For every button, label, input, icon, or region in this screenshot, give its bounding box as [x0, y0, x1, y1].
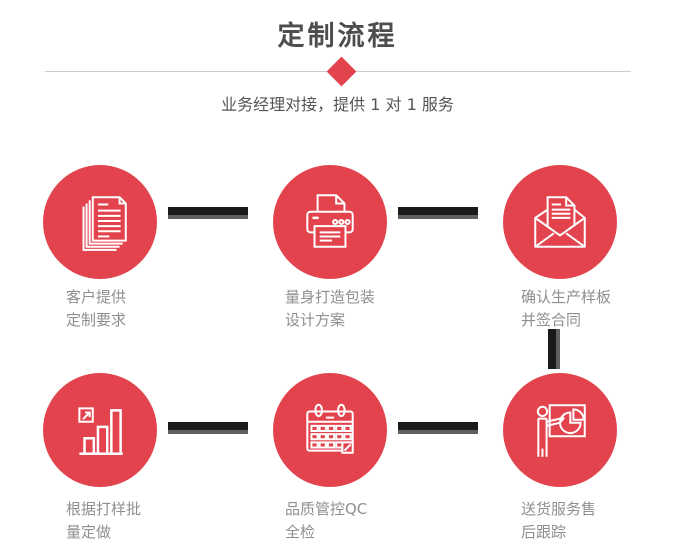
step-circle	[43, 373, 157, 487]
printer-icon	[297, 189, 363, 255]
calendar-icon	[297, 397, 363, 463]
bar-chart-icon	[67, 397, 133, 463]
step-sample-contract: 确认生产样板 并签合同	[503, 165, 675, 329]
step-label: 根据打样批 量定做	[66, 500, 142, 541]
subtitle: 业务经理对接，提供 1 对 1 服务	[221, 95, 454, 114]
envelope-icon	[527, 189, 593, 255]
documents-icon	[67, 189, 133, 255]
step-label: 品质管控QC 全检	[285, 500, 368, 541]
connector-step3-step6	[548, 329, 560, 369]
connector-step5-step6	[398, 422, 478, 434]
presentation-icon	[527, 397, 593, 463]
step-packaging-design: 量身打造包装 设计方案	[273, 165, 503, 329]
step-circle	[503, 165, 617, 279]
connector-step1-step2	[168, 207, 248, 219]
step-label: 量身打造包装 设计方案	[285, 288, 376, 329]
step-circle	[273, 373, 387, 487]
diamond-marker	[326, 56, 357, 87]
step-label: 客户提供 定制要求	[66, 288, 127, 329]
connector-step2-step3	[398, 207, 478, 219]
connector-step4-step5	[168, 422, 248, 434]
page-title: 定制流程	[277, 21, 398, 52]
step-circle	[503, 373, 617, 487]
step-quality-control: 品质管控QC 全检	[273, 373, 503, 541]
step-customer-requirements: 客户提供 定制要求	[43, 165, 273, 329]
step-batch-production: 根据打样批 量定做	[43, 373, 273, 541]
step-delivery-aftersales: 送货服务售 后跟踪	[503, 373, 675, 541]
step-label: 送货服务售 后跟踪	[521, 500, 597, 541]
step-circle	[273, 165, 387, 279]
step-label: 确认生产样板 并签合同	[521, 288, 612, 329]
step-circle	[43, 165, 157, 279]
